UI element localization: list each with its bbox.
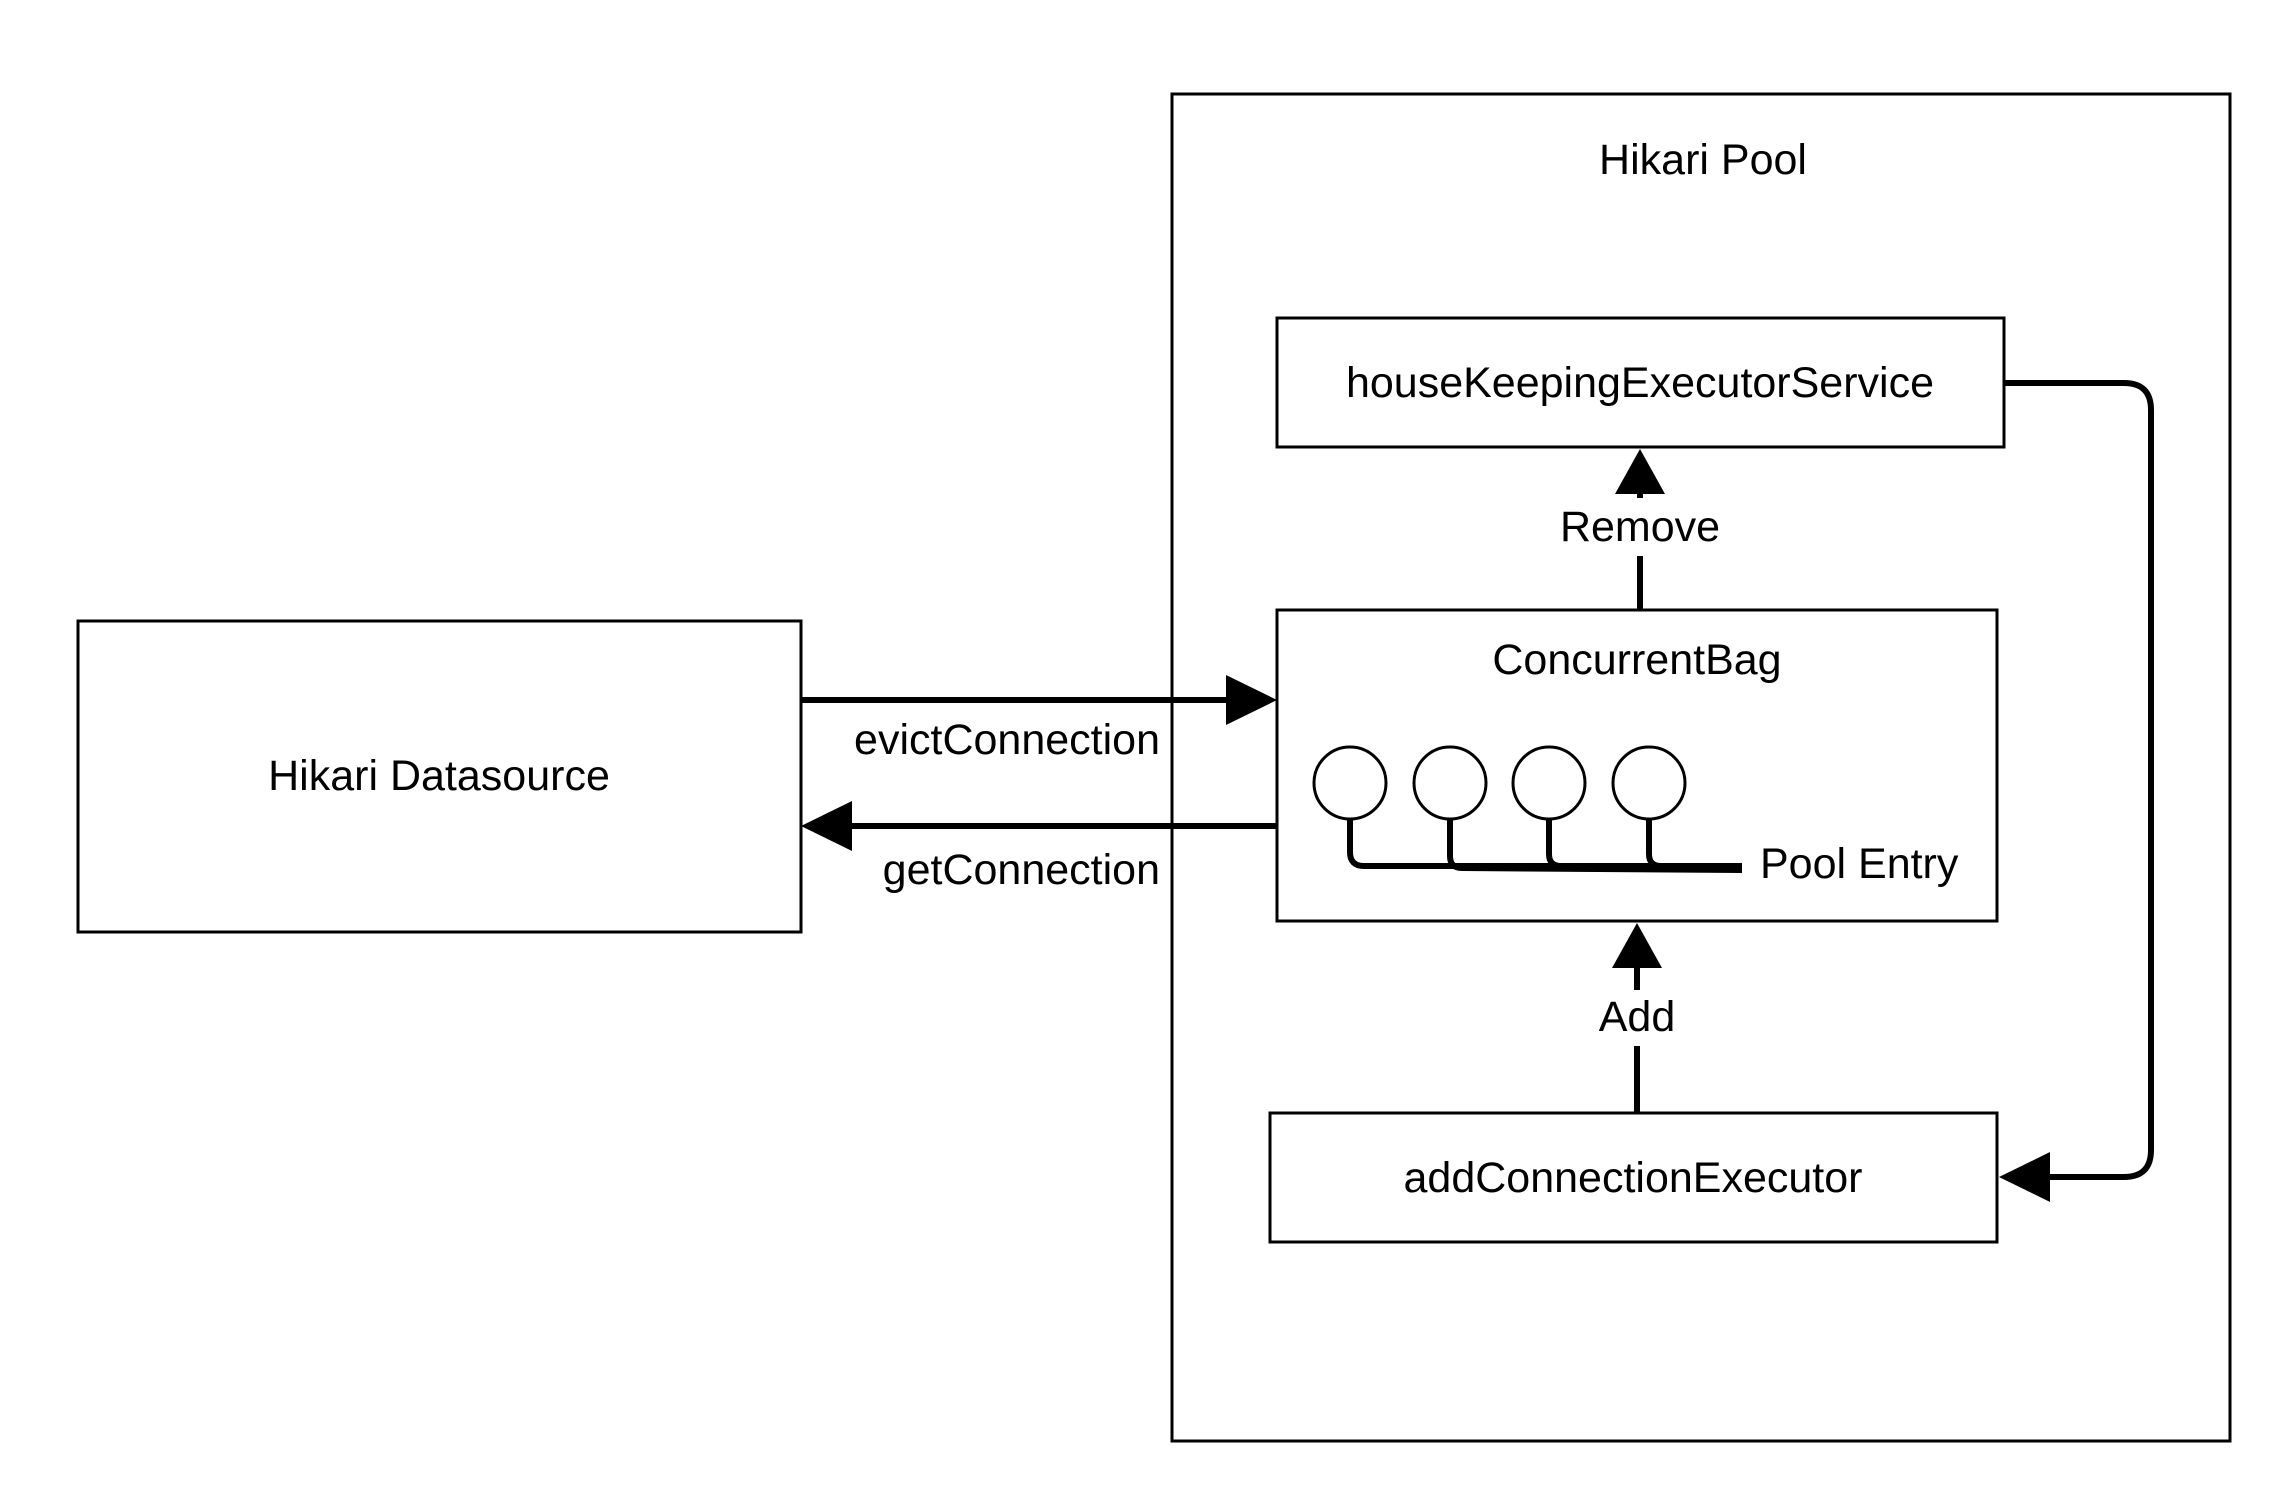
concurrent-bag-node: ConcurrentBag Pool Entry xyxy=(1275,608,1999,923)
add-connection-executor-label: addConnectionExecutor xyxy=(1404,1154,1863,1202)
add-connection-executor-node: addConnectionExecutor xyxy=(1268,1111,1999,1244)
hikari-datasource-label: Hikari Datasource xyxy=(268,752,610,800)
evict-connection-edge: evictConnection xyxy=(801,675,1277,764)
housekeeping-to-add-arrowhead xyxy=(1999,1152,2050,1202)
pool-entry-circle xyxy=(1511,745,1587,821)
housekeeping-executor-box xyxy=(1275,316,2006,449)
pool-entry-circle xyxy=(1412,745,1488,821)
get-connection-label: getConnection xyxy=(883,846,1160,894)
pool-entry-circle xyxy=(1611,745,1687,821)
add-arrowhead xyxy=(1612,923,1662,968)
hikari-pool-label: Hikari Pool xyxy=(1599,136,1807,184)
housekeeping-executor-node: houseKeepingExecutorService xyxy=(1275,316,2006,449)
add-label: Add xyxy=(1599,993,1676,1041)
remove-label-bg xyxy=(1548,498,1732,556)
pool-entry-rail xyxy=(1646,818,1742,869)
hikari-datasource-node: Hikari Datasource xyxy=(76,619,803,934)
evict-connection-label: evictConnection xyxy=(854,716,1160,764)
housekeeping-executor-label: houseKeepingExecutorService xyxy=(1346,359,1934,407)
remove-edge: Remove xyxy=(1548,449,1732,610)
add-edge: Add xyxy=(1585,923,1689,1113)
add-connection-executor-box xyxy=(1268,1111,1999,1244)
hikari-datasource-box xyxy=(76,619,803,934)
concurrent-bag-label: ConcurrentBag xyxy=(1492,636,1781,684)
get-connection-arrowhead xyxy=(801,801,852,851)
pool-entry-circle xyxy=(1312,745,1388,821)
housekeeping-to-add-line xyxy=(2004,380,2154,1180)
remove-label: Remove xyxy=(1560,503,1720,551)
pool-entry-rail xyxy=(1447,818,1743,873)
housekeeping-to-add-edge xyxy=(1999,380,2154,1202)
pool-entries xyxy=(1312,745,1743,873)
evict-connection-arrowhead xyxy=(1226,675,1277,725)
add-label-bg xyxy=(1585,990,1689,1046)
pool-entry-label: Pool Entry xyxy=(1760,840,1959,888)
remove-arrowhead xyxy=(1615,449,1665,494)
pool-entry-rail xyxy=(1546,818,1742,869)
pool-entry-rail xyxy=(1347,818,1742,869)
get-connection-edge: getConnection xyxy=(801,801,1277,894)
